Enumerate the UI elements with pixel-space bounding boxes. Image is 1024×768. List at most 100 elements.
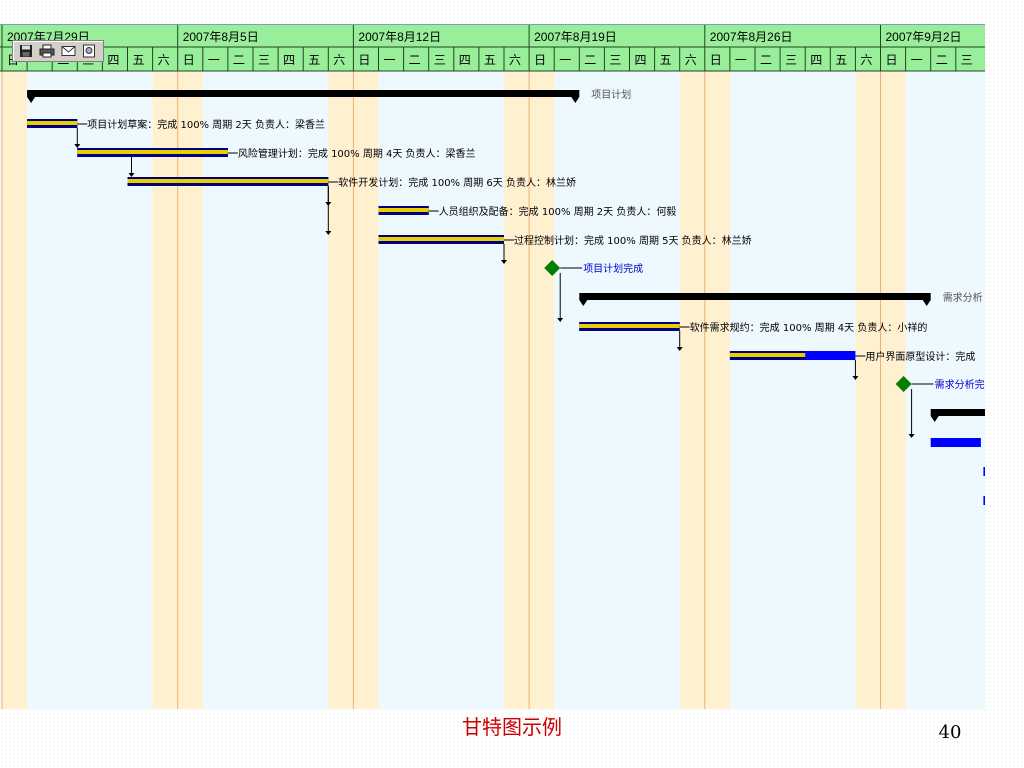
weekend-column bbox=[855, 71, 881, 709]
task-progress bbox=[27, 121, 78, 125]
task-label: 项目计划草案：完成 100% 周期 2天 负责人：梁香兰 bbox=[87, 118, 325, 131]
page-number: 40 bbox=[938, 722, 962, 743]
weekday-label: 四 bbox=[283, 53, 295, 67]
weekday-label: 一 bbox=[384, 53, 396, 67]
dependency-arrow bbox=[676, 347, 683, 351]
weekday-label: 五 bbox=[835, 53, 847, 67]
weekday-label: 二 bbox=[409, 53, 421, 67]
weekday-label: 三 bbox=[961, 53, 973, 67]
summary-bar bbox=[930, 409, 985, 416]
weekday-label: 五 bbox=[660, 53, 672, 67]
weekend-column bbox=[529, 71, 555, 709]
weekday-label: 一 bbox=[208, 53, 220, 67]
weekday-label: 六 bbox=[158, 53, 170, 67]
summary-start-cap bbox=[579, 300, 588, 306]
weekday-label: 四 bbox=[810, 53, 822, 67]
task-progress bbox=[729, 353, 806, 357]
task-progress bbox=[77, 150, 228, 154]
weekday-label: 二 bbox=[936, 53, 948, 67]
printer-icon[interactable] bbox=[38, 42, 56, 60]
task-bar-edge bbox=[27, 119, 78, 121]
grid-background bbox=[0, 71, 985, 709]
weekday-label: 三 bbox=[258, 53, 270, 67]
weekday-label: 五 bbox=[484, 53, 496, 67]
dependency-arrow bbox=[325, 231, 332, 235]
weekday-label: 四 bbox=[635, 53, 647, 67]
dependency-arrow bbox=[557, 318, 564, 322]
print-preview-icon[interactable] bbox=[80, 42, 98, 60]
envelope-icon[interactable] bbox=[59, 42, 77, 60]
task-progress bbox=[378, 237, 504, 241]
weekend-column bbox=[152, 71, 178, 709]
week-label: 2007年8月12日 bbox=[358, 30, 441, 44]
dependency-arrow bbox=[74, 144, 81, 148]
summary-start-cap bbox=[27, 97, 36, 103]
summary-end-cap bbox=[571, 97, 580, 103]
task-bar-edge bbox=[729, 357, 806, 360]
task-bar-edge bbox=[378, 212, 429, 215]
weekday-label: 二 bbox=[584, 53, 596, 67]
weekend-column bbox=[177, 71, 203, 709]
dependency-arrow bbox=[908, 434, 915, 438]
task-bar-edge bbox=[127, 183, 329, 186]
weekday-label: 三 bbox=[609, 53, 621, 67]
milestone-label: 项目计划完成 bbox=[583, 262, 643, 275]
floppy-save-icon[interactable] bbox=[17, 42, 35, 60]
weekday-label: 六 bbox=[333, 53, 345, 67]
week-label: 2007年9月2日 bbox=[886, 30, 962, 44]
task-bar bbox=[930, 438, 981, 447]
dependency-arrow bbox=[501, 260, 507, 264]
weekday-label: 四 bbox=[107, 53, 119, 67]
summary-start-cap bbox=[930, 416, 939, 422]
weekday-label: 日 bbox=[183, 53, 195, 67]
dependency-arrow bbox=[128, 173, 135, 177]
weekday-label: 日 bbox=[534, 53, 546, 67]
weekday-label: 一 bbox=[735, 53, 747, 67]
summary-bar bbox=[579, 293, 931, 300]
slide-caption: 甘特图示例 bbox=[462, 715, 562, 739]
week-label: 2007年8月19日 bbox=[534, 30, 617, 44]
milestone-label: 需求分析完成 bbox=[935, 378, 985, 391]
summary-label: 需求分析 bbox=[943, 291, 983, 304]
milestone-diamond bbox=[895, 376, 912, 392]
weekend-column bbox=[328, 71, 354, 709]
weekend-column bbox=[704, 71, 730, 709]
week-label: 2007年8月5日 bbox=[183, 30, 259, 44]
task-bar bbox=[983, 496, 985, 505]
weekday-label: 一 bbox=[911, 53, 923, 67]
task-bar bbox=[983, 467, 985, 476]
task-label: 软件需求规约：完成 100% 周期 4天 负责人：小祥的 bbox=[690, 321, 928, 334]
weekday-label: 三 bbox=[785, 53, 797, 67]
weekend-column bbox=[679, 71, 705, 709]
weekday-label: 日 bbox=[886, 53, 898, 67]
task-bar-edge bbox=[579, 322, 680, 324]
weekday-label: 二 bbox=[760, 53, 772, 67]
weekday-label: 六 bbox=[509, 53, 521, 67]
task-bar-edge bbox=[378, 235, 504, 237]
task-bar-edge bbox=[27, 125, 78, 128]
milestone-diamond bbox=[544, 260, 561, 276]
weekday-label: 六 bbox=[860, 53, 872, 67]
summary-label: 项目计划 bbox=[591, 88, 631, 101]
weekday-label: 三 bbox=[434, 53, 446, 67]
timescale-header bbox=[0, 25, 985, 71]
weekday-label: 日 bbox=[710, 53, 722, 67]
task-bar-edge bbox=[77, 154, 228, 157]
weekday-label: 五 bbox=[308, 53, 320, 67]
week-label: 2007年8月26日 bbox=[710, 30, 793, 44]
weekday-label: 五 bbox=[133, 53, 145, 67]
task-bar-edge bbox=[127, 177, 329, 179]
task-label: 过程控制计划：完成 100% 周期 5天 负责人：林兰娇 bbox=[514, 234, 752, 247]
task-progress bbox=[579, 324, 680, 328]
task-bar-edge bbox=[378, 206, 429, 208]
task-progress bbox=[127, 179, 329, 183]
task-progress bbox=[378, 208, 429, 212]
task-label: 人员组织及配备：完成 100% 周期 2天 负责人：何毅 bbox=[439, 205, 677, 218]
print-toolbar bbox=[12, 40, 104, 62]
weekday-label: 四 bbox=[459, 53, 471, 67]
task-label: 软件开发计划：完成 100% 周期 6天 负责人：林兰娇 bbox=[338, 176, 576, 189]
weekday-label: 一 bbox=[559, 53, 571, 67]
task-bar-edge bbox=[378, 241, 504, 244]
summary-end-cap bbox=[922, 300, 931, 306]
